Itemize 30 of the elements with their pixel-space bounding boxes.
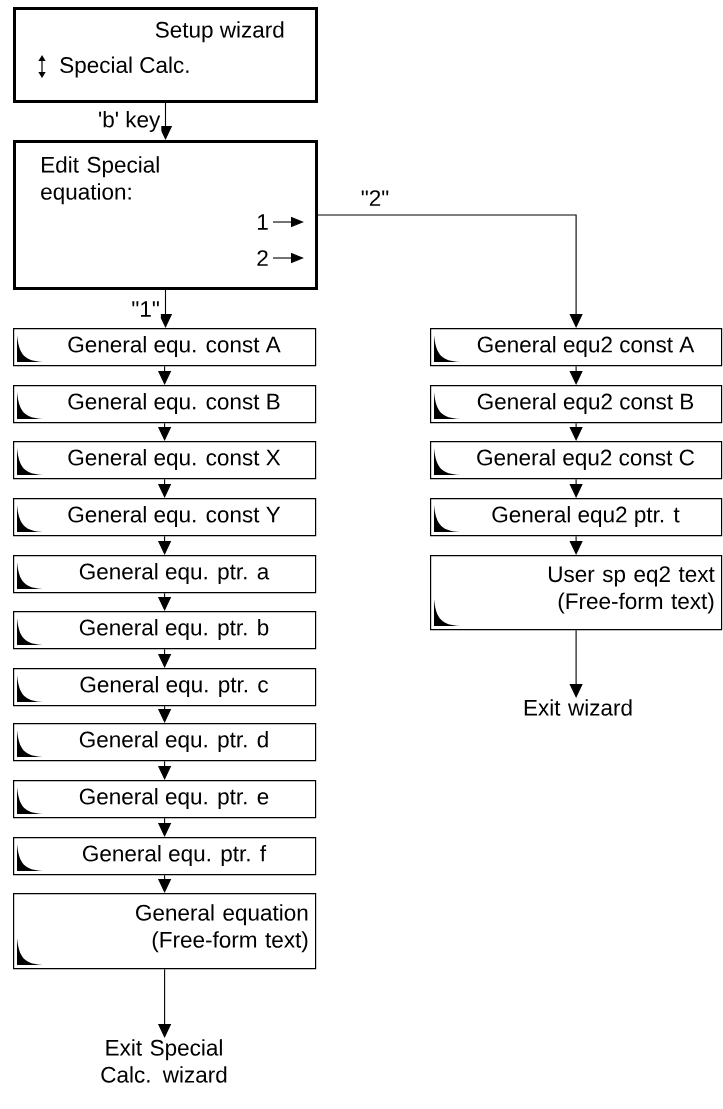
option-number: 2 xyxy=(257,250,268,266)
menu-box: General equ. ptr. d xyxy=(13,723,317,762)
menu-box: General equ. ptr. a xyxy=(13,555,317,594)
edge-label: 'b' key xyxy=(96,110,162,133)
menu-box: General equ. const B xyxy=(13,385,317,424)
arrow xyxy=(569,422,583,441)
menu-box: General equ. const A xyxy=(13,328,317,367)
edge-label: "2" xyxy=(359,189,391,207)
menu-box: General equ. ptr. c xyxy=(13,668,317,707)
exit-text: Exit wizard xyxy=(524,699,632,716)
menu-box: General equ. const Y xyxy=(13,498,317,537)
arrow xyxy=(569,365,583,385)
arrow xyxy=(569,629,583,698)
menu-box: General equ2 ptr. t xyxy=(430,498,723,537)
menu-box: User sp eq2 text (Free-form text) xyxy=(430,555,723,631)
menu-box: General equ2 const C xyxy=(430,441,723,480)
arrow xyxy=(569,478,583,498)
menu-box: General equ. ptr. b xyxy=(13,611,317,650)
screen-box: Setup wizard Special Calc. xyxy=(13,7,318,103)
arrow xyxy=(569,535,583,555)
edge-label: "1" xyxy=(130,300,161,318)
exit-text: Exit Special Calc. wizard xyxy=(101,1039,227,1083)
menu-box: General equ2 const B xyxy=(430,385,723,424)
menu-box: General equ. const X xyxy=(13,441,317,480)
menu-box: General equ. ptr. f xyxy=(13,837,317,876)
menu-box: General equation (Free-form text) xyxy=(13,893,317,970)
arrow xyxy=(317,214,583,328)
menu-box: General equ. ptr. e xyxy=(13,780,317,819)
option-number: 1 xyxy=(258,214,268,230)
menu-box: General equ2 const A xyxy=(430,328,723,367)
